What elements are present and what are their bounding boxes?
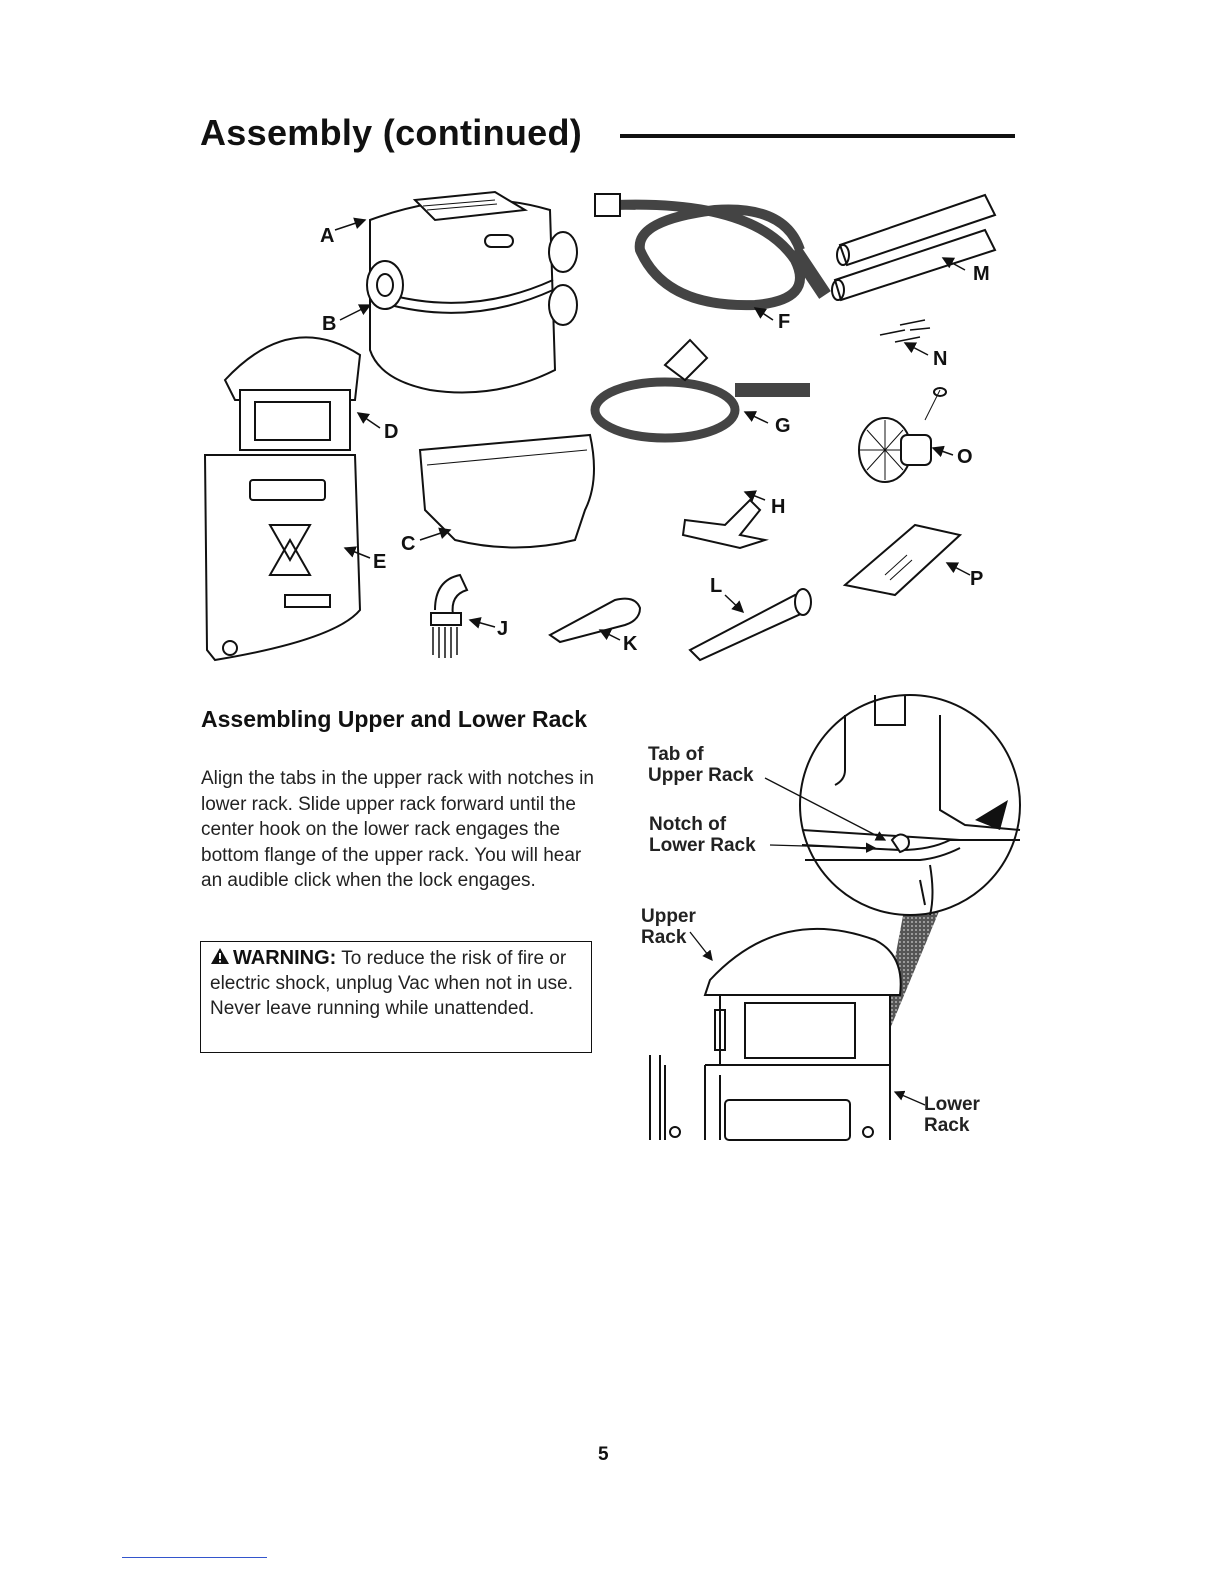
part-label-l: L	[710, 575, 722, 597]
crevice-tool-illustration	[548, 597, 642, 644]
part-label-k: K	[623, 633, 638, 655]
section-heading: Assembling Upper and Lower Rack	[201, 706, 587, 732]
part-label-h: H	[771, 496, 785, 518]
part-label-n: N	[933, 348, 947, 370]
warning-triangle-icon	[211, 948, 229, 964]
part-label-e: E	[373, 551, 386, 573]
wand-illustration	[688, 588, 812, 662]
part-label-j: J	[497, 618, 508, 640]
tray-illustration	[418, 433, 595, 549]
notch-of-lower-rack-label: Notch of Lower Rack	[649, 814, 756, 856]
parts-illustration: A B C D E F G H J K L M N O P	[203, 190, 997, 662]
extension-wands-illustration	[831, 193, 997, 302]
part-label-m: M	[973, 263, 990, 285]
short-hose-illustration	[590, 338, 810, 443]
title-rule	[620, 134, 1015, 138]
warning-heading: WARNING:	[210, 947, 336, 969]
brush-illustration	[430, 573, 469, 658]
page-number: 5	[598, 1444, 609, 1465]
rack-illustration	[203, 336, 362, 662]
part-label-b: B	[322, 313, 336, 335]
part-label-g: G	[775, 415, 791, 437]
part-label-c: C	[401, 533, 415, 555]
part-label-d: D	[384, 421, 398, 443]
instructions-paragraph: Align the tabs in the upper rack with no…	[201, 768, 594, 891]
warning-label: WARNING:	[233, 947, 337, 969]
rack-detail-illustration: Tab of Upper Rack Notch of Lower Rack Up…	[630, 680, 1030, 1150]
tab-of-upper-rack-label: Tab of Upper Rack	[648, 744, 754, 786]
warning-box: WARNING: To reduce the risk of fire or e…	[200, 941, 592, 1053]
vac-body-illustration	[366, 190, 578, 394]
part-label-f: F	[778, 311, 790, 333]
screws-illustration	[879, 319, 931, 343]
filter-illustration	[858, 387, 947, 483]
hose-illustration	[594, 193, 831, 311]
upper-rack-label: Upper Rack	[641, 906, 696, 948]
footer-line	[122, 1557, 267, 1558]
part-label-o: O	[957, 446, 973, 468]
lower-rack-label: Lower Rack	[924, 1094, 980, 1136]
part-label-a: A	[320, 225, 334, 247]
page-title: Assembly (continued)	[200, 112, 583, 153]
floor-nozzle-illustration	[681, 498, 769, 550]
warning-text: To reduce the risk of fire or electric s…	[210, 948, 573, 1019]
manual-illustration	[842, 523, 963, 597]
part-label-p: P	[970, 568, 983, 590]
